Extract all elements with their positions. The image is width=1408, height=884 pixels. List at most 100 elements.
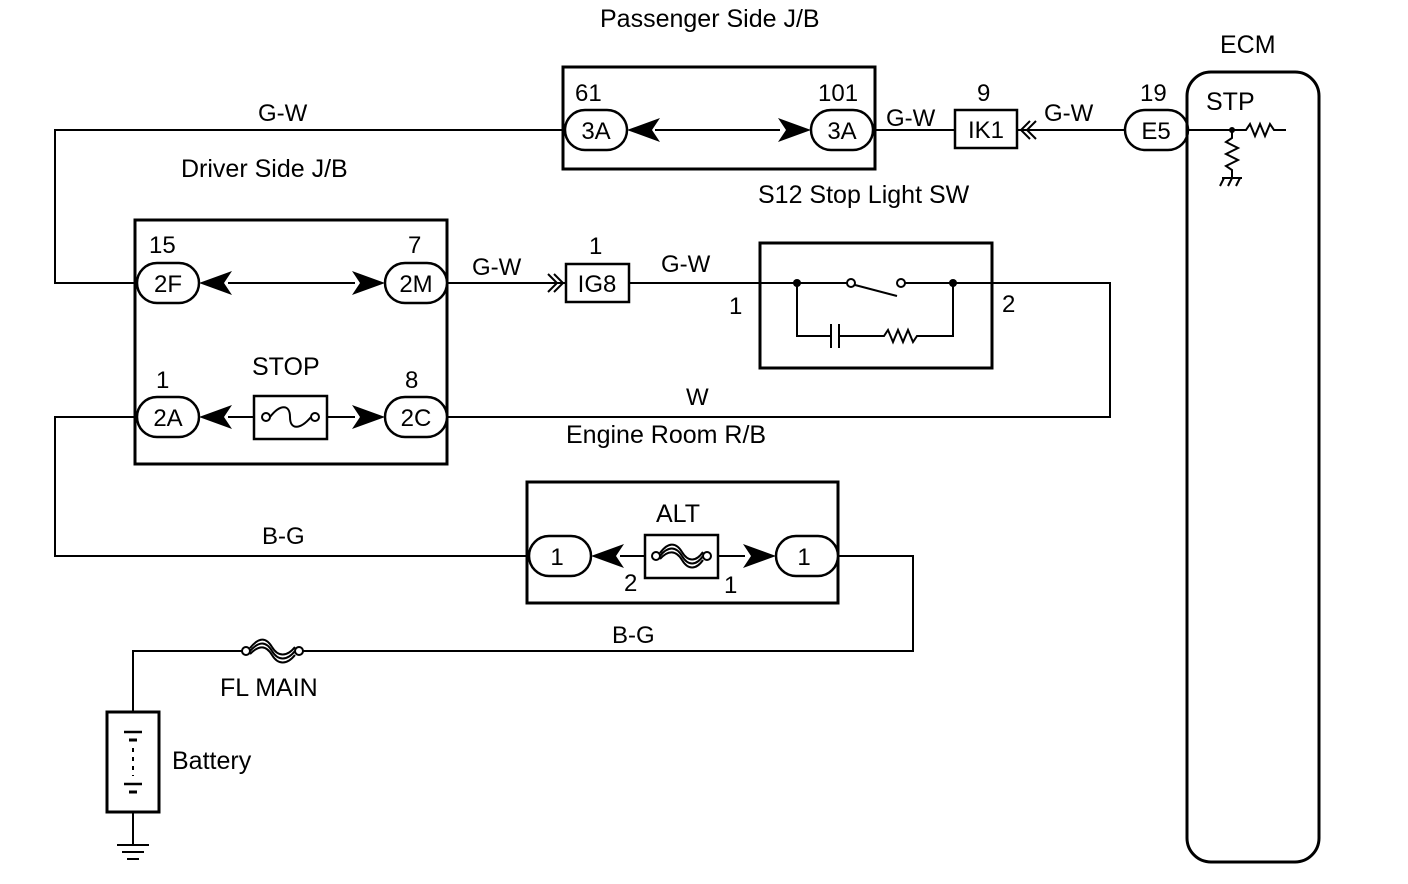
connector-arrow-icon (743, 544, 776, 568)
ground-icon (1227, 177, 1233, 187)
connector-ig8: 1 IG8 (547, 233, 631, 304)
fusible-link-icon (249, 642, 296, 660)
stop-light-switch-box (758, 241, 994, 370)
connector-code: 1 (550, 544, 563, 571)
resistor-icon (839, 283, 954, 345)
fuse-terminal (310, 412, 320, 422)
battery-box (105, 710, 161, 814)
inline-connector-icon (1019, 120, 1031, 140)
stp-label: STP (1206, 88, 1255, 116)
wire-label: B-G (262, 523, 305, 550)
connector-arrow-icon (199, 271, 232, 295)
connector-ik1: 9 IK1 (953, 80, 1037, 150)
ecm-label: ECM (1220, 31, 1276, 59)
battery: Battery (105, 710, 252, 860)
connector-e5: 19 E5 (1123, 80, 1190, 152)
pin-number: 8 (405, 367, 418, 394)
fusible-link-icon (659, 547, 704, 565)
alt-fuse-label: ALT (656, 500, 700, 528)
fl-main-fuse: FL MAIN (220, 638, 318, 702)
connector-code: IK1 (968, 117, 1004, 144)
connector-arrow-icon (352, 271, 385, 295)
connector-code: 1 (797, 544, 810, 571)
stop-fuse-label: STOP (252, 353, 320, 381)
wire-gw-top-loop (54, 129, 563, 284)
pin-number: 7 (408, 232, 421, 259)
connector-ik1-box (953, 108, 1019, 150)
switch-contact (846, 278, 856, 288)
connector-code: 2F (154, 271, 182, 298)
connector-arrow-icon (199, 405, 232, 429)
wire-sw-2c (447, 282, 1111, 418)
pin-number: 2 (624, 570, 637, 597)
connector-arrow-icon (352, 405, 385, 429)
engine-rb-label: Engine Room R/B (566, 421, 766, 449)
resistor-icon (1223, 130, 1241, 178)
fuse-terminal (241, 646, 251, 656)
connector-code: 3A (827, 118, 856, 145)
fl-main-label: FL MAIN (220, 674, 318, 702)
pin-number: 15 (149, 232, 176, 259)
wire-2a-alt (54, 416, 528, 557)
inline-connector-icon (553, 273, 565, 293)
alt-fuse-box (643, 533, 720, 580)
battery-label: Battery (172, 747, 252, 775)
fuse-icon (269, 406, 312, 428)
pin-number: 1 (589, 233, 602, 260)
fusible-link-icon (249, 638, 296, 656)
pin-number: 1 (156, 367, 169, 394)
connector-ig8-box (564, 262, 631, 304)
engine-rb-box (525, 480, 840, 605)
pin-number: 1 (729, 293, 742, 320)
ecm: ECM STP (1185, 31, 1321, 864)
connector-code: IG8 (578, 271, 617, 298)
pin-number: 1 (724, 572, 737, 599)
driver-jb-box (133, 218, 449, 466)
pin-number: 19 (1140, 80, 1167, 107)
switch-blade-icon (854, 284, 898, 297)
wire-label: G-W (258, 100, 308, 127)
fusible-link-icon (249, 646, 296, 664)
wire-flmain-battery (132, 650, 244, 712)
ground-icon (1219, 177, 1225, 187)
stop-light-switch-label: S12 Stop Light SW (758, 181, 970, 209)
wire-alt-flmain (302, 555, 914, 652)
fusible-link-icon (659, 543, 704, 561)
connector-code: 2A (153, 405, 182, 432)
wire-label: G-W (472, 254, 522, 281)
branch-wire (796, 283, 831, 337)
connector-code: 3A (581, 118, 610, 145)
ground-icon (1235, 177, 1241, 187)
wire-label: G-W (886, 105, 936, 132)
engine-room-relay-block: Engine Room R/B ALT 1 1 2 1 (525, 421, 840, 605)
inline-connector-icon (1025, 120, 1037, 140)
fuse-terminal (702, 551, 712, 561)
pin-number: 2 (1002, 291, 1015, 318)
wire-label: G-W (661, 251, 711, 278)
inline-connector-icon (547, 273, 559, 293)
wires (54, 129, 1232, 712)
pin-number: 9 (977, 80, 990, 107)
pin-number: 61 (575, 80, 602, 107)
ecm-box (1185, 70, 1321, 864)
connector-code: 2M (399, 271, 432, 298)
switch-contact (896, 278, 906, 288)
fuse-terminal (651, 551, 661, 561)
connector-arrow-icon (627, 118, 660, 142)
stop-light-switch: S12 Stop Light SW 1 2 (729, 181, 1015, 370)
fuse-terminal (294, 646, 304, 656)
wire-label: G-W (1044, 100, 1094, 127)
connector-arrow-icon (778, 118, 811, 142)
stop-fuse-box (252, 394, 329, 441)
fusible-link-icon (659, 551, 704, 569)
connector-arrow-icon (591, 544, 624, 568)
resistor-icon (1232, 121, 1286, 139)
connector-code: 2C (401, 405, 432, 432)
passenger-junction-block: Passenger Side J/B 61 3A 101 3A (561, 5, 877, 171)
wire-label: B-G (612, 622, 655, 649)
passenger-jb-box (561, 65, 877, 171)
driver-jb-label: Driver Side J/B (181, 155, 348, 183)
passenger-jb-label: Passenger Side J/B (600, 5, 820, 33)
pin-number: 101 (818, 80, 858, 107)
wire-label: W (686, 384, 709, 411)
